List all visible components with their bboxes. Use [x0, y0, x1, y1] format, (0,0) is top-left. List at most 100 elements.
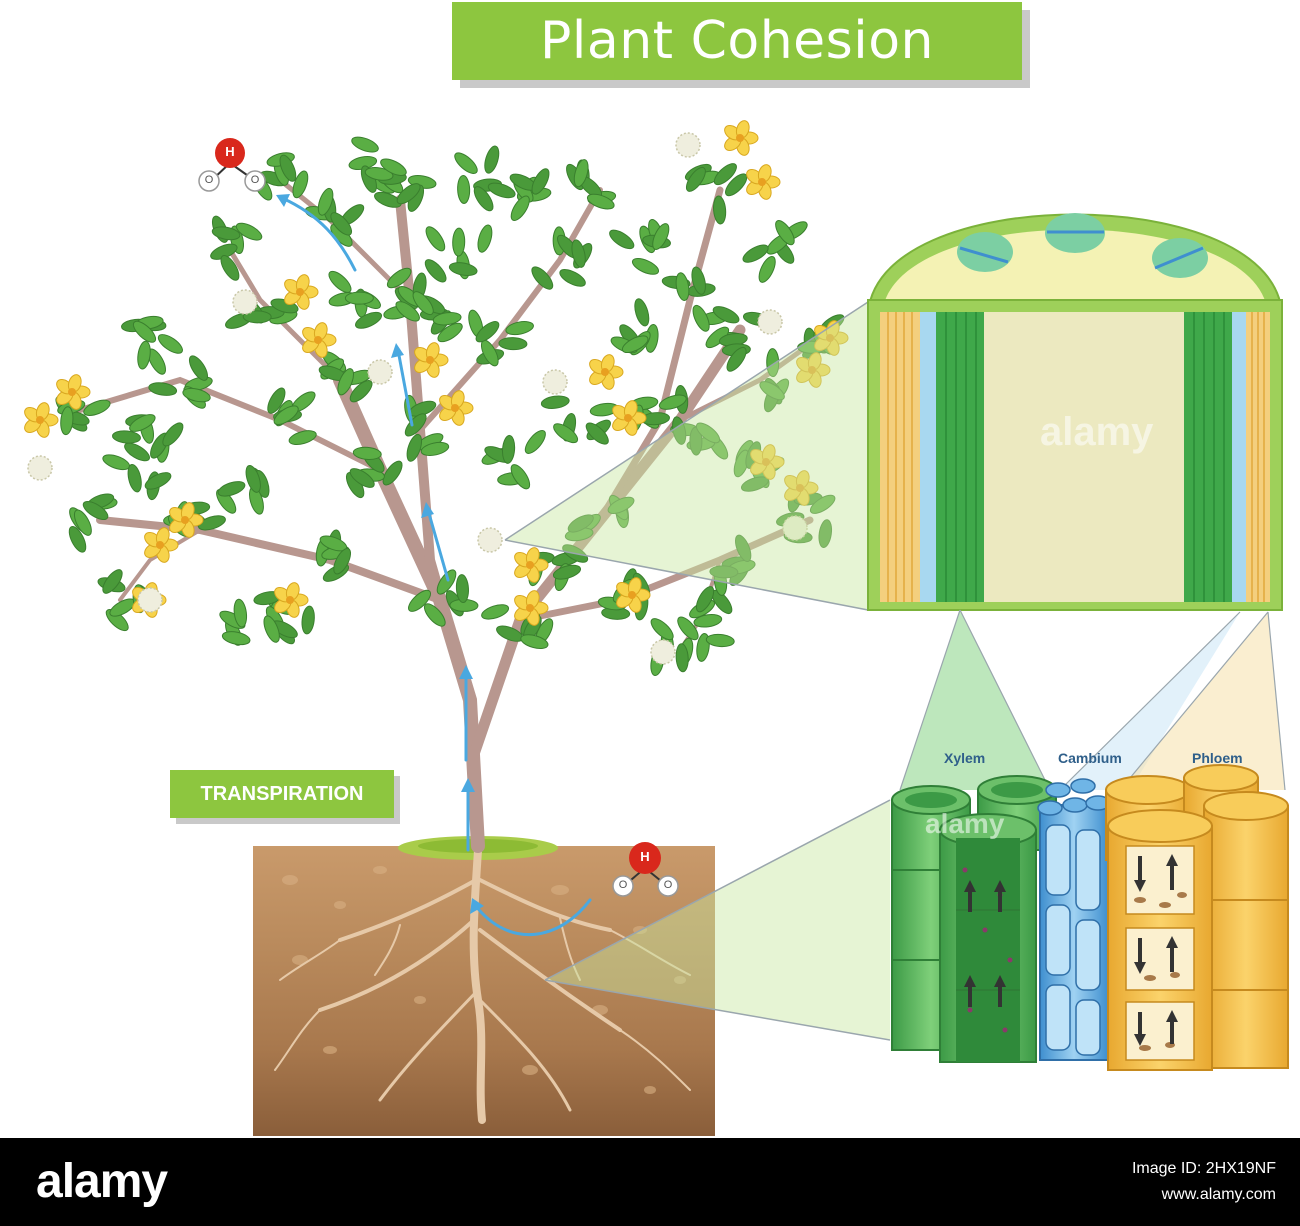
leaf-icon: [129, 414, 156, 432]
leaf-icon: [352, 446, 382, 460]
leaf-icon: [735, 534, 752, 563]
leaf-icon: [292, 170, 309, 199]
seed-head-icon: [757, 309, 783, 335]
leaf-icon: [220, 255, 240, 281]
leaf-icon: [420, 441, 450, 457]
leaf-icon: [481, 604, 510, 620]
leaf-icon: [725, 173, 748, 197]
leaf-icon: [726, 346, 747, 372]
leaf-icon: [473, 186, 494, 212]
flower-icon: [616, 577, 651, 613]
leaf-icon: [396, 183, 421, 205]
leaf-icon: [330, 212, 353, 236]
leaf-icon: [740, 476, 769, 492]
leaf-icon: [520, 634, 549, 650]
leaf-icon: [689, 426, 703, 456]
flower-icon: [796, 352, 831, 388]
soil-block: [253, 836, 715, 1136]
leaf-icon: [424, 259, 447, 283]
leaf-icon: [675, 272, 690, 301]
leaf-icon: [355, 311, 383, 329]
flower-icon: [750, 444, 785, 480]
flower-icon: [169, 502, 204, 538]
leaf-icon: [124, 442, 150, 462]
leaf-icon: [585, 422, 609, 445]
leaf-icon: [531, 266, 554, 290]
flower-icon: [784, 470, 819, 506]
leaf-icon: [263, 615, 280, 643]
water-flow-arrow-icon: [396, 348, 414, 427]
seed-head-icon: [367, 359, 393, 385]
leaf-icon: [328, 270, 352, 293]
leaf-icon: [553, 423, 579, 444]
leaf-icon: [631, 258, 660, 275]
zoom-callout-phloem: [1120, 612, 1285, 790]
leaf-icon: [380, 158, 407, 176]
soil-pebbles: [282, 866, 686, 1094]
leaf-icon: [144, 472, 172, 490]
leaf-icon: [197, 515, 226, 531]
title-banner: Plant Cohesion: [452, 2, 1030, 88]
leaf-icon: [102, 454, 131, 471]
leaf-icon: [182, 387, 211, 403]
leaf-icon: [454, 152, 478, 175]
xylem-up-arrows: [964, 880, 1006, 1007]
water-flow-arrow-icon: [473, 898, 592, 937]
leaf-icon: [349, 468, 375, 488]
leaf-icon: [713, 195, 727, 225]
leaf-icon: [267, 387, 286, 414]
leaf-icon: [382, 460, 403, 486]
seed-head-icon: [477, 527, 503, 553]
leaf-icon: [524, 429, 546, 454]
leaf-icon: [501, 434, 516, 464]
flower-icon: [589, 354, 624, 390]
leaf-icon: [333, 547, 352, 575]
leaf-icon: [712, 306, 740, 324]
seed-head-icon: [542, 369, 568, 395]
leaf-icon: [775, 220, 795, 246]
seed-head-icon: [782, 515, 808, 541]
leaf-icon: [351, 136, 379, 153]
leaf-icon: [487, 182, 516, 199]
leaf-icon: [705, 633, 735, 648]
leaf-icon: [82, 500, 109, 521]
leaf-icon: [279, 154, 297, 182]
leaf-icon: [818, 519, 833, 549]
leaf-icon: [766, 348, 780, 378]
leaf-icon: [709, 565, 739, 579]
root-system: [274, 846, 691, 1124]
flower-cluster: [24, 120, 849, 665]
leaf-icon: [148, 382, 178, 396]
watermark: alamy: [1040, 410, 1154, 454]
seed-head-icon: [675, 132, 701, 158]
molecule-o-label-left: O: [204, 174, 214, 186]
leaf-icon: [242, 310, 272, 324]
flower-icon: [414, 342, 449, 378]
leaf-icon: [408, 589, 432, 612]
leaf-icon: [221, 631, 251, 646]
leaf-icon: [344, 291, 374, 305]
leaf-icon: [607, 496, 635, 514]
leaf-icon: [317, 187, 334, 216]
leaf-icon: [695, 586, 715, 613]
leaf-icon: [157, 334, 183, 354]
leaf-icon: [301, 605, 315, 635]
illustration: [24, 120, 1289, 1136]
leaf-icon: [60, 406, 74, 436]
leaf-icon: [235, 222, 263, 241]
watermark: alamy: [925, 808, 1005, 839]
xylem-tubes: [891, 775, 1057, 1063]
seed-head-icon: [650, 639, 676, 665]
leaf-icon: [211, 226, 241, 241]
leaf-icon: [457, 174, 471, 204]
water-flow-arrow-icon: [426, 508, 450, 582]
leaf-icon: [273, 405, 299, 425]
leaf-icon: [475, 321, 500, 343]
leaf-icon: [349, 380, 373, 403]
leaf-icon: [83, 399, 111, 416]
footer-bar: alamy Image ID: 2HX19NF www.alamy.com: [0, 1138, 1300, 1226]
leaf-icon: [137, 340, 151, 370]
flower-icon: [724, 120, 759, 156]
leaf-icon: [448, 262, 478, 276]
water-molecule-icon: [612, 842, 679, 897]
